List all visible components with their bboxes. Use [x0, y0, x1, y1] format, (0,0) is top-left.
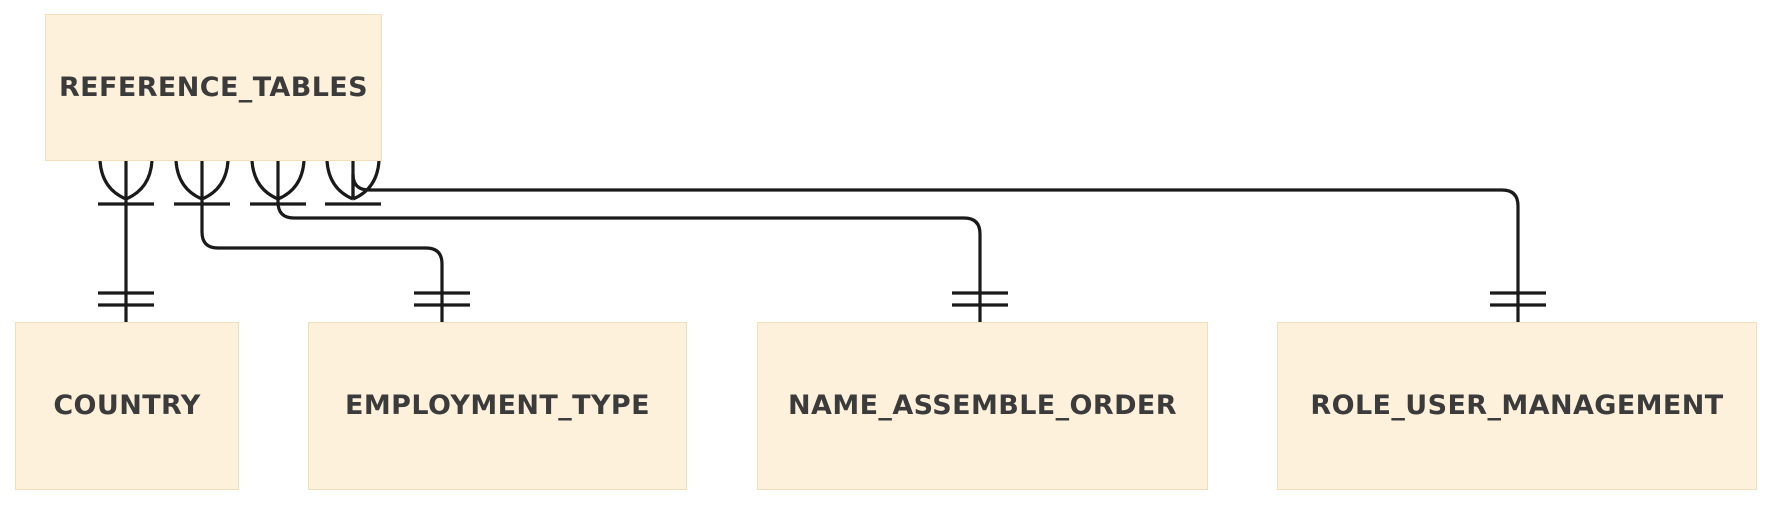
entity-label: REFERENCE_TABLES	[58, 71, 368, 103]
entity-label: NAME_ASSEMBLE_ORDER	[788, 390, 1177, 422]
entity-role-user-management[interactable]: ROLE_USER_MANAGEMENT	[1277, 322, 1757, 490]
edge-rel-role-user-management-crowsfoot-prong-left	[325, 160, 354, 201]
edge-rel-name-assemble-order-crowsfoot-prong-right	[277, 160, 306, 201]
entity-name-assemble-order[interactable]: NAME_ASSEMBLE_ORDER	[757, 322, 1208, 490]
entity-reference-tables[interactable]: REFERENCE_TABLES	[45, 14, 382, 161]
edge-rel-employment-type-crowsfoot-prong-left	[174, 160, 203, 201]
entity-country[interactable]: COUNTRY	[15, 322, 239, 490]
edge-rel-name-assemble-order-crowsfoot-prong-left	[250, 160, 279, 201]
edge-rel-role-user-management-crowsfoot-prong-right	[352, 160, 381, 201]
edge-rel-role-user-management-line	[351, 173, 1520, 322]
entity-label: COUNTRY	[53, 390, 201, 422]
entity-label: ROLE_USER_MANAGEMENT	[1310, 390, 1724, 422]
entity-label: EMPLOYMENT_TYPE	[345, 390, 650, 422]
entity-employment-type[interactable]: EMPLOYMENT_TYPE	[308, 322, 687, 490]
edge-rel-employment-type-crowsfoot-prong-right	[201, 160, 230, 201]
edge-rel-employment-type-line	[200, 199, 444, 322]
edge-rel-country-crowsfoot-prong-left	[98, 160, 127, 201]
edge-rel-name-assemble-order-line	[276, 199, 982, 322]
edge-rel-country-crowsfoot-prong-right	[125, 160, 154, 201]
